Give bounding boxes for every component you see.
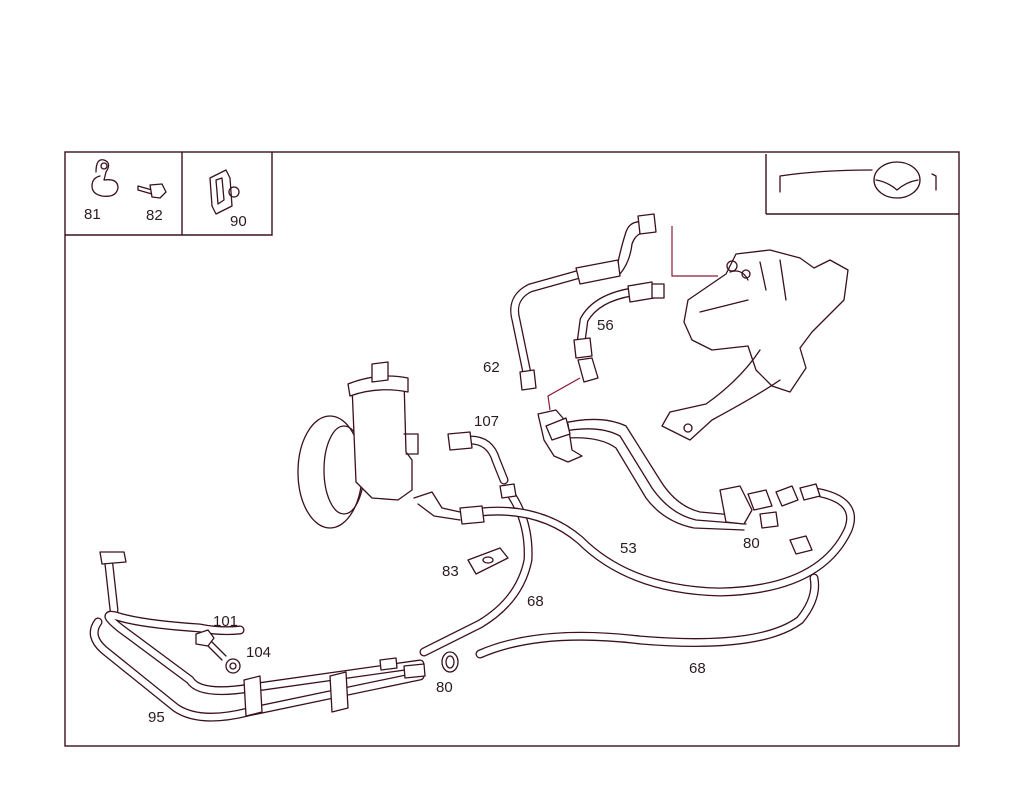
bolt-101[interactable] [195, 629, 227, 661]
callout-101: 101 [213, 613, 238, 630]
inset-label-81: 81 [84, 206, 101, 223]
fitting-107[interactable] [447, 431, 509, 485]
callout-56: 56 [597, 317, 614, 334]
pipe-assembly[interactable] [537, 377, 779, 531]
inset-label-90: 90 [230, 213, 247, 230]
inset-parts-box [65, 152, 273, 236]
pressure-hose-53[interactable] [413, 483, 856, 597]
washer-104[interactable] [225, 658, 241, 674]
clamp-80-bottom[interactable] [441, 651, 459, 673]
clip-81[interactable] [91, 159, 119, 197]
steering-gear[interactable] [661, 226, 849, 441]
bolt-82[interactable] [137, 183, 167, 199]
callout-68-center: 68 [527, 593, 544, 610]
diagram-frame [64, 151, 960, 747]
callout-53: 53 [620, 540, 637, 557]
callout-104: 104 [246, 644, 271, 661]
hose-56[interactable] [573, 281, 665, 383]
inset-label-82: 82 [146, 207, 163, 224]
power-steering-pump[interactable] [297, 361, 419, 529]
callout-80-bottom: 80 [436, 679, 453, 696]
oil-cooler-95[interactable] [89, 551, 426, 722]
steering-symbol-box [765, 154, 959, 215]
callout-95: 95 [148, 709, 165, 726]
bracket-90[interactable] [209, 169, 240, 215]
hose-62[interactable] [510, 213, 657, 391]
callout-68-bottom: 68 [689, 660, 706, 677]
return-hose-68-bottom[interactable] [475, 573, 820, 659]
spacer-83[interactable] [467, 547, 509, 575]
callout-62: 62 [483, 359, 500, 376]
callout-107: 107 [474, 413, 499, 430]
callout-80-right: 80 [743, 535, 760, 552]
callout-83: 83 [442, 563, 459, 580]
callout-labels: 81 82 90 56 62 107 53 80 83 68 68 80 101… [84, 206, 760, 726]
